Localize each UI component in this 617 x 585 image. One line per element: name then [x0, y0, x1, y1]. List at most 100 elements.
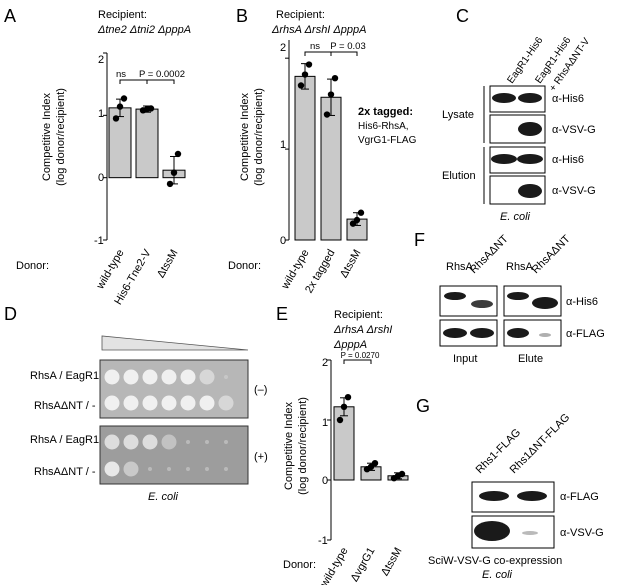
panel-g-ab-flag: α-FLAG: [560, 491, 599, 503]
panel-g: G Rhs1-FLAG Rhs1ΔNT-FLAG α-FLAG α-VSV-G …: [416, 396, 604, 581]
panel-a-ylabel: Competitive Index: [41, 92, 53, 181]
panel-b-recipient: Recipient:: [276, 9, 325, 21]
panel-c-row-elution: Elution: [442, 170, 476, 182]
panel-c-row-lysate: Lysate: [442, 109, 474, 121]
data-point: [357, 209, 365, 216]
panel-e-recipient: Recipient:: [334, 309, 383, 321]
data-point: [353, 216, 361, 224]
colony-spot: [104, 369, 120, 385]
panel-f-elute: Elute: [518, 353, 543, 365]
panel-c-band: [492, 93, 516, 103]
data-point: [297, 82, 305, 89]
panel-c-ab-his-2: α-His6: [552, 154, 584, 166]
panel-f-band: [470, 328, 494, 338]
panel-c-band: [491, 154, 517, 164]
panel-g-caption1: SciW-VSV-G co-expression: [428, 555, 562, 567]
panel-e-donor-label: Donor:: [283, 559, 316, 571]
panel-f-band: [444, 292, 466, 300]
panel-c-band: [517, 154, 543, 164]
panel-f-ab-flag: α-FLAG: [566, 328, 605, 340]
colony-spot: [199, 369, 215, 385]
bar: [108, 107, 132, 179]
panel-f-label: F: [414, 230, 425, 250]
significance-bracket: [119, 79, 148, 84]
panel-a-recipient: Recipient:: [98, 9, 147, 21]
panel-g-caption2: E. coli: [482, 569, 513, 581]
panel-f-lane4: RhsAΔNT: [530, 233, 573, 276]
panel-f-band: [507, 328, 529, 338]
panel-d-dilution-wedge: [101, 335, 249, 351]
panel-b-ylabel: Competitive Index: [239, 92, 251, 181]
x-tick-label: wild-type: [318, 546, 351, 585]
data-point: [336, 416, 344, 424]
panel-e-recipient-strain-2: ΔpppA: [333, 339, 367, 351]
colony-spot: [148, 467, 152, 471]
panel-b-ylabel2: (log donor/recipient): [253, 88, 265, 186]
colony-spot: [180, 369, 196, 385]
colony-spot: [161, 395, 177, 411]
significance-bracket: [146, 79, 175, 84]
panel-e-ylabel: Competitive Index: [283, 401, 295, 490]
panel-b-recipient-strain: ΔrhsA ΔrshI ΔpppA: [271, 24, 367, 36]
panel-f: F RhsA RhsAΔNT RhsA RhsAΔNT α-His6 α-FLA…: [414, 230, 605, 365]
panel-e-ytick-m1: -1: [318, 535, 328, 547]
data-point: [147, 105, 155, 112]
data-point: [120, 95, 128, 102]
panel-e-label: E: [276, 304, 288, 324]
panel-a-pval: P = 0.0002: [139, 69, 185, 80]
data-point: [166, 180, 174, 188]
panel-b-tagged-note-2: His6-RhsA,: [358, 121, 409, 132]
panel-a-pval-ns: ns: [116, 69, 126, 80]
panel-f-lane2: RhsAΔNT: [468, 233, 511, 276]
data-point: [398, 470, 406, 478]
panel-b: B Recipient: ΔrhsA ΔrshI ΔpppA Competiti…: [228, 6, 417, 295]
panel-d-plate-plus: [99, 425, 249, 485]
panel-d-row2: RhsAΔNT / -: [34, 400, 96, 412]
panel-e: E Recipient: ΔrhsA ΔrshI ΔpppA Competiti…: [276, 304, 409, 585]
panel-g-band: [474, 521, 510, 541]
significance-bracket: [343, 359, 372, 364]
panel-f-band: [443, 328, 467, 338]
panel-c-band: [518, 93, 542, 103]
panel-d-label: D: [4, 304, 17, 324]
panel-d-cond-minus: (–): [254, 384, 267, 396]
colony-spot: [205, 440, 209, 444]
x-tick-label: ΔtssM: [155, 248, 181, 280]
panel-g-band: [522, 531, 538, 535]
panel-d-spots: [104, 369, 234, 477]
colony-spot: [142, 434, 158, 450]
data-point: [305, 61, 313, 68]
panel-g-ab-vsv: α-VSV-G: [560, 527, 604, 539]
panel-c: C EagR1-His6 EagR1-His6 + RhsAΔNT-V Lysa…: [442, 6, 596, 223]
data-point: [327, 91, 335, 98]
colony-spot: [167, 467, 171, 471]
data-point: [112, 115, 120, 122]
colony-spot: [161, 434, 177, 450]
panel-a-ytick-m1: -1: [94, 235, 104, 247]
panel-d-caption: E. coli: [148, 491, 179, 503]
panel-b-pval: P = 0.03: [330, 41, 365, 52]
panel-b-ytick-1: 1: [280, 139, 286, 151]
panel-g-band: [479, 491, 509, 501]
significance-bracket: [330, 51, 358, 56]
data-point: [340, 403, 348, 410]
panel-e-recipient-strain: ΔrhsA ΔrshI: [333, 324, 392, 336]
data-point: [170, 169, 178, 176]
panel-a-donor-label: Donor:: [16, 260, 49, 272]
panel-c-caption: E. coli: [500, 211, 531, 223]
colony-spot: [180, 395, 196, 411]
panel-d-row3: RhsA / EagR1: [30, 434, 99, 446]
bar: [294, 75, 316, 241]
panel-e-ytick-0: 0: [322, 475, 328, 487]
data-point: [116, 103, 124, 110]
colony-spot: [186, 467, 190, 471]
panel-c-ab-vsv-2: α-VSV-G: [552, 185, 596, 197]
colony-spot: [218, 395, 234, 411]
panel-b-label: B: [236, 6, 248, 26]
data-point: [344, 394, 352, 401]
panel-c-band: [518, 184, 542, 198]
